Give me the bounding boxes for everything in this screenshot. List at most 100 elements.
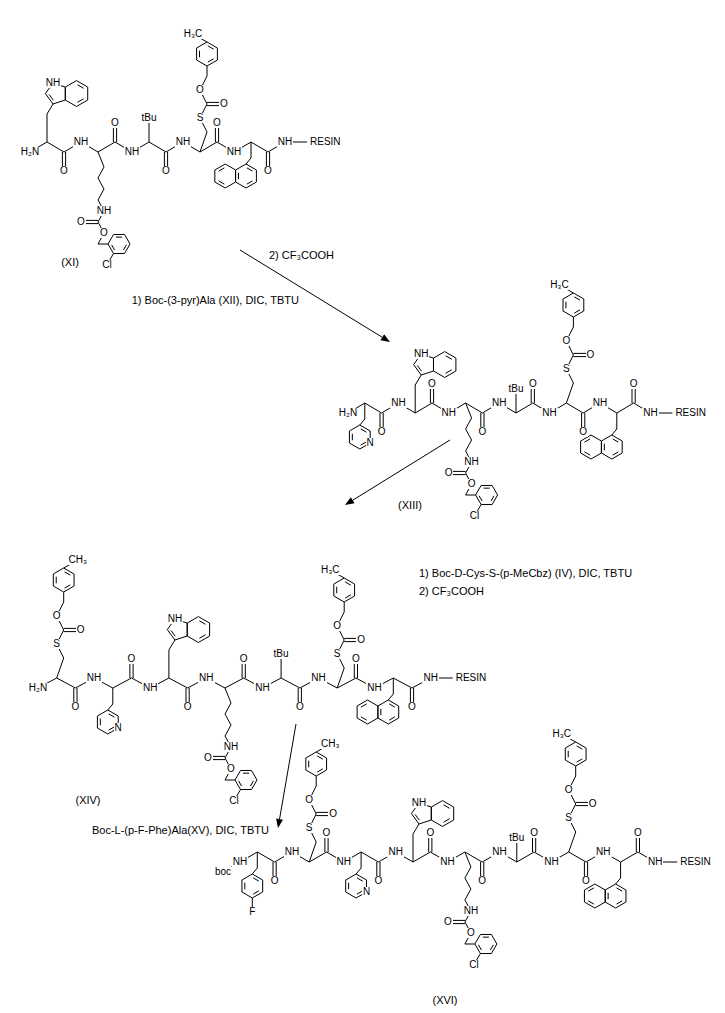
bond-line <box>100 719 101 726</box>
bond-line <box>281 678 300 688</box>
bond-line <box>577 746 583 749</box>
bond-line <box>617 403 634 413</box>
bond-line <box>241 880 242 892</box>
bond-line <box>443 819 449 823</box>
bond-line <box>445 371 456 377</box>
bond-line <box>415 385 416 413</box>
atom-label: O <box>161 166 171 176</box>
bond-line <box>573 293 583 299</box>
bond-line <box>346 874 356 880</box>
bond-line <box>251 142 268 152</box>
bond-line <box>112 245 115 250</box>
bond-line <box>445 352 456 358</box>
atom-label: H₃C <box>320 565 341 575</box>
atom-label: O <box>562 336 572 346</box>
atom-label: N <box>114 723 123 733</box>
atom-label: F <box>248 907 256 917</box>
bond-line <box>316 770 326 776</box>
bond-line <box>345 582 351 585</box>
bond-line <box>64 568 74 574</box>
bond-line <box>316 752 326 758</box>
atom-label: O <box>270 876 280 886</box>
bond-line <box>337 668 344 688</box>
bond-line <box>480 953 491 954</box>
bond-line <box>114 234 125 235</box>
bond-line <box>357 706 358 718</box>
bond-line <box>98 142 115 152</box>
bond-line <box>98 167 104 178</box>
bond-line <box>149 142 166 152</box>
compound-number: (XIII) <box>397 500 423 511</box>
atom-label: NH <box>45 78 61 88</box>
bond-line <box>466 429 472 440</box>
bond-line <box>565 302 566 309</box>
bond-line <box>413 824 419 834</box>
bond-line <box>65 100 76 106</box>
bond-line <box>345 880 346 892</box>
bond-line <box>612 453 622 459</box>
bond-line <box>199 51 200 58</box>
atom-label: N <box>362 887 371 897</box>
bond-line <box>225 182 235 188</box>
atom-label: O <box>183 702 193 712</box>
arrow-head <box>276 819 283 829</box>
atom-label: NH <box>284 847 300 857</box>
reaction-condition: 2) CF₃COOH <box>268 250 335 261</box>
atom-label: NH <box>413 349 429 359</box>
bond-line <box>168 650 169 678</box>
atom-label: NH <box>226 147 242 157</box>
atom-label: O <box>629 379 639 389</box>
atom-label: NH <box>232 857 248 867</box>
bond-line <box>244 883 245 890</box>
bond-line <box>208 46 214 49</box>
atom-label: H₃C <box>551 729 572 739</box>
bond-line <box>235 170 236 182</box>
bond-line <box>601 453 611 459</box>
bond-line <box>196 48 197 60</box>
atom-label: O <box>443 917 453 927</box>
bond-line <box>443 820 454 826</box>
bond-line <box>491 944 497 954</box>
bond-line <box>198 636 209 642</box>
bond-line <box>53 568 63 574</box>
atom-label: O <box>529 828 539 838</box>
bond-line <box>612 435 622 441</box>
atom-label: S <box>196 113 205 123</box>
atom-label: NH <box>411 798 427 808</box>
bond-line <box>200 132 207 152</box>
bond-line <box>431 820 442 826</box>
bond-line <box>114 253 125 254</box>
bond-line <box>584 890 585 902</box>
bond-line <box>246 164 256 170</box>
bond-line <box>516 403 533 413</box>
atom-label: O <box>467 479 477 489</box>
bond-line <box>247 168 253 171</box>
arrow-head <box>381 334 391 342</box>
bond-line <box>256 170 257 182</box>
atom-label: O <box>581 876 591 886</box>
bond-line <box>466 418 472 429</box>
bond-line <box>45 94 53 104</box>
atom-label: O <box>195 85 205 95</box>
atom-label: NH <box>175 137 191 147</box>
bond-line <box>238 173 239 180</box>
bond-line <box>398 706 399 718</box>
bond-line <box>569 832 576 852</box>
bond-line <box>235 170 236 182</box>
bond-line <box>241 770 252 771</box>
atom-label: NH <box>124 147 140 157</box>
bond-line <box>484 488 490 489</box>
bond-line <box>326 758 327 770</box>
atom-label: NH <box>198 673 214 683</box>
bond-line <box>253 878 259 881</box>
atom-label: O <box>377 427 387 437</box>
bond-line <box>595 884 605 890</box>
atom-label: NH <box>254 683 270 693</box>
bond-line <box>584 452 590 455</box>
bond-line <box>77 99 83 103</box>
atom-label: O <box>444 468 454 478</box>
bond-line <box>116 237 122 238</box>
bond-line <box>87 87 88 100</box>
bond-line <box>573 311 583 317</box>
bond-line <box>98 244 108 245</box>
